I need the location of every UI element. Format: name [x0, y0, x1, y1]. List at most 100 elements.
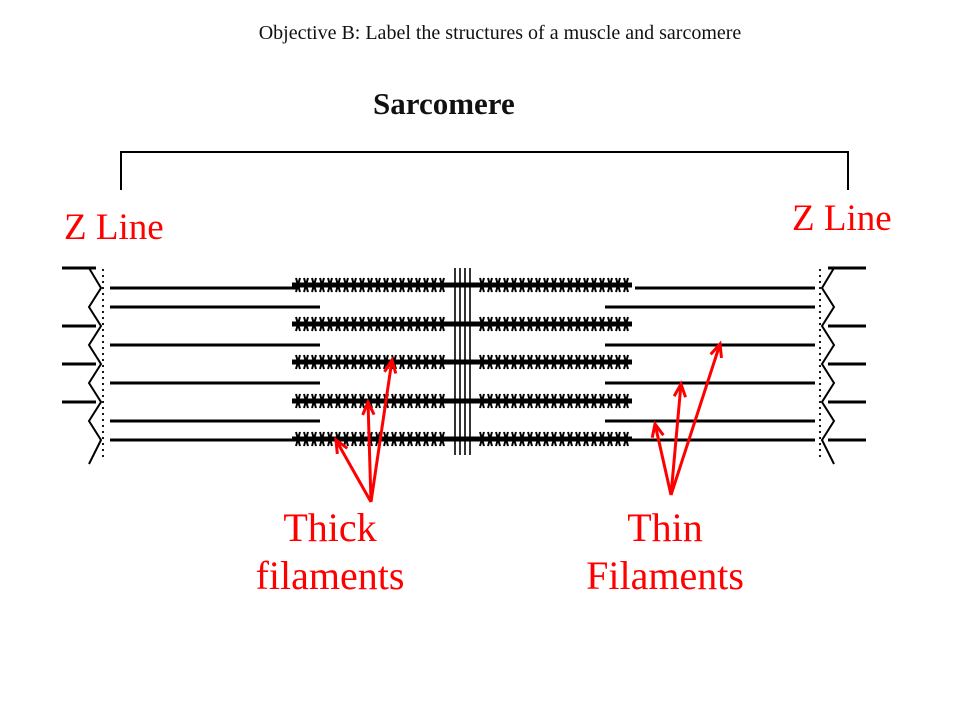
z-right-dot [818, 358, 822, 362]
z-right-dot [818, 304, 822, 308]
myosin-head [559, 393, 565, 409]
thin-filaments-label: Thin Filaments [560, 504, 770, 600]
myosin-head [423, 316, 429, 332]
z-right-dot [818, 280, 822, 284]
z-left-zigzag [87, 267, 103, 465]
z-right-dot [818, 382, 822, 386]
thin-filaments [62, 266, 866, 442]
myosin-head [407, 316, 413, 332]
sarcomere-title: Sarcomere [373, 86, 515, 121]
myosin-head [327, 316, 333, 332]
myosin-head [391, 316, 397, 332]
myosin-head [623, 277, 629, 293]
myosin-head [319, 316, 325, 332]
myosin-head [615, 316, 621, 332]
z-right-dot [818, 454, 822, 458]
myosin-head [391, 431, 397, 447]
myosin-head [383, 316, 389, 332]
myosin-head [295, 431, 301, 447]
myosin-head [383, 431, 389, 447]
thin-label-line1: Thin [627, 505, 703, 550]
myosin-head [495, 354, 501, 370]
myosin-head [431, 316, 437, 332]
z-right-zigzag [820, 267, 836, 465]
z-right-dot [818, 298, 822, 302]
myosin-head [615, 393, 621, 409]
z-left-dot [101, 370, 105, 374]
myosin-head [535, 277, 541, 293]
z-left-dot [101, 364, 105, 368]
z-line-right-label: Z Line [792, 198, 892, 239]
myosin-head [511, 393, 517, 409]
myosin-head [327, 277, 333, 293]
myosin-head [479, 431, 485, 447]
myosin-head [519, 277, 525, 293]
myosin-head [327, 431, 333, 447]
myosin-head [311, 431, 317, 447]
z-left-dot [101, 418, 105, 422]
myosin-head [543, 354, 549, 370]
myosin-head [359, 316, 365, 332]
myosin-head [511, 431, 517, 447]
myosin-head [551, 393, 557, 409]
z-left-dot [101, 298, 105, 302]
z-right-dot [818, 364, 822, 368]
myosin-head [551, 277, 557, 293]
myosin-head [583, 354, 589, 370]
myosin-head [311, 316, 317, 332]
myosin-head [327, 354, 333, 370]
myosin-head [615, 354, 621, 370]
myosin-head [575, 354, 581, 370]
myosin-head [599, 316, 605, 332]
thick-label-line2: filaments [255, 553, 405, 598]
myosin-head [431, 277, 437, 293]
m-line [454, 268, 471, 455]
thick-filaments-label: Thick filaments [230, 504, 430, 600]
myosin-head [535, 316, 541, 332]
z-line-right [818, 267, 836, 465]
thick-label-line1: Thick [283, 505, 377, 550]
z-left-dot [101, 316, 105, 320]
z-left-dot [101, 448, 105, 452]
myosin-head [623, 393, 629, 409]
z-left-dot [101, 304, 105, 308]
myosin-head [567, 277, 573, 293]
myosin-head [575, 393, 581, 409]
myosin-head [503, 354, 509, 370]
z-right-dot [818, 346, 822, 350]
myosin-head [407, 431, 413, 447]
myosin-head [383, 277, 389, 293]
myosin-head [439, 393, 445, 409]
myosin-head [567, 431, 573, 447]
myosin-head [439, 316, 445, 332]
z-left-dot [101, 340, 105, 344]
myosin-head [559, 316, 565, 332]
myosin-head [319, 431, 325, 447]
z-left-dot [101, 292, 105, 296]
myosin-head [519, 393, 525, 409]
arrowhead [334, 436, 349, 455]
myosin-head [351, 431, 357, 447]
z-left-dot [101, 322, 105, 326]
arrowhead [709, 340, 723, 359]
z-left-dot [101, 454, 105, 458]
z-right-dot [818, 286, 822, 290]
myosin-head [511, 316, 517, 332]
myosin-head [351, 316, 357, 332]
arrowhead [383, 356, 398, 374]
objective-heading: Objective B: Label the structures of a m… [258, 22, 742, 44]
myosin-head [535, 354, 541, 370]
thin-label-line2: Filaments [586, 553, 744, 598]
arrow-line [334, 439, 373, 503]
z-right-dot [818, 406, 822, 410]
myosin-head [399, 277, 405, 293]
myosin-head [607, 354, 613, 370]
myosin-head [479, 316, 485, 332]
myosin-head [439, 431, 445, 447]
myosin-head [367, 354, 373, 370]
sarcomere-bracket [120, 151, 849, 190]
z-left-dot [101, 388, 105, 392]
z-right-dot [818, 442, 822, 446]
myosin-head [295, 393, 301, 409]
